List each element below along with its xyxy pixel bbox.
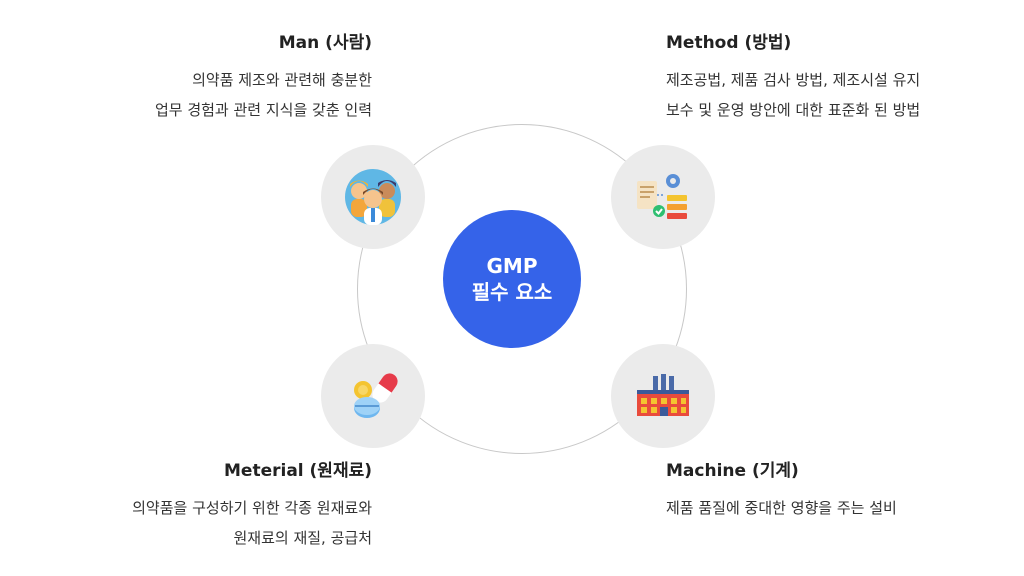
center-title: GMP [486, 254, 538, 278]
method-title: Method (방법) [666, 33, 792, 53]
material-node [321, 344, 425, 448]
man-desc-line-2: 업무 경험과 관련 지식을 갖춘 인력 [154, 101, 372, 119]
method-desc-line-2: 보수 및 운영 방안에 대한 표준화 된 방법 [666, 101, 921, 119]
people-icon [345, 169, 401, 225]
machine-title: Machine (기계) [666, 461, 799, 481]
cycle-ring [357, 124, 687, 454]
machine-node [611, 344, 715, 448]
center-circle: GMP 필수 요소 [443, 210, 581, 348]
method-node [611, 145, 715, 249]
man-title: Man (사람) [278, 33, 372, 53]
process-icon [637, 174, 687, 219]
machine-desc-line-1: 제품 품질에 중대한 영향을 주는 설비 [666, 499, 897, 517]
man-text: Man (사람) 의약품 제조와 관련해 충분한 업무 경험과 관련 지식을 갖… [32, 28, 372, 125]
pills-icon [354, 373, 398, 418]
material-desc-line-2: 원재료의 재질, 공급처 [233, 529, 372, 547]
center-subtitle: 필수 요소 [471, 280, 553, 304]
method-text: Method (방법) 제조공법, 제품 검사 방법, 제조시설 유지 보수 및… [666, 28, 1006, 125]
material-text: Meterial (원재료) 의약품을 구성하기 위한 각종 원재료와 원재료의… [32, 456, 372, 553]
man-node [321, 145, 425, 249]
man-desc-line-1: 의약품 제조와 관련해 충분한 [192, 71, 372, 89]
material-desc-line-1: 의약품을 구성하기 위한 각종 원재료와 [132, 499, 372, 517]
method-desc-line-1: 제조공법, 제품 검사 방법, 제조시설 유지 [666, 71, 921, 89]
factory-icon [637, 374, 689, 416]
material-title: Meterial (원재료) [224, 461, 372, 481]
machine-text: Machine (기계) 제품 품질에 중대한 영향을 주는 설비 [666, 456, 1006, 523]
